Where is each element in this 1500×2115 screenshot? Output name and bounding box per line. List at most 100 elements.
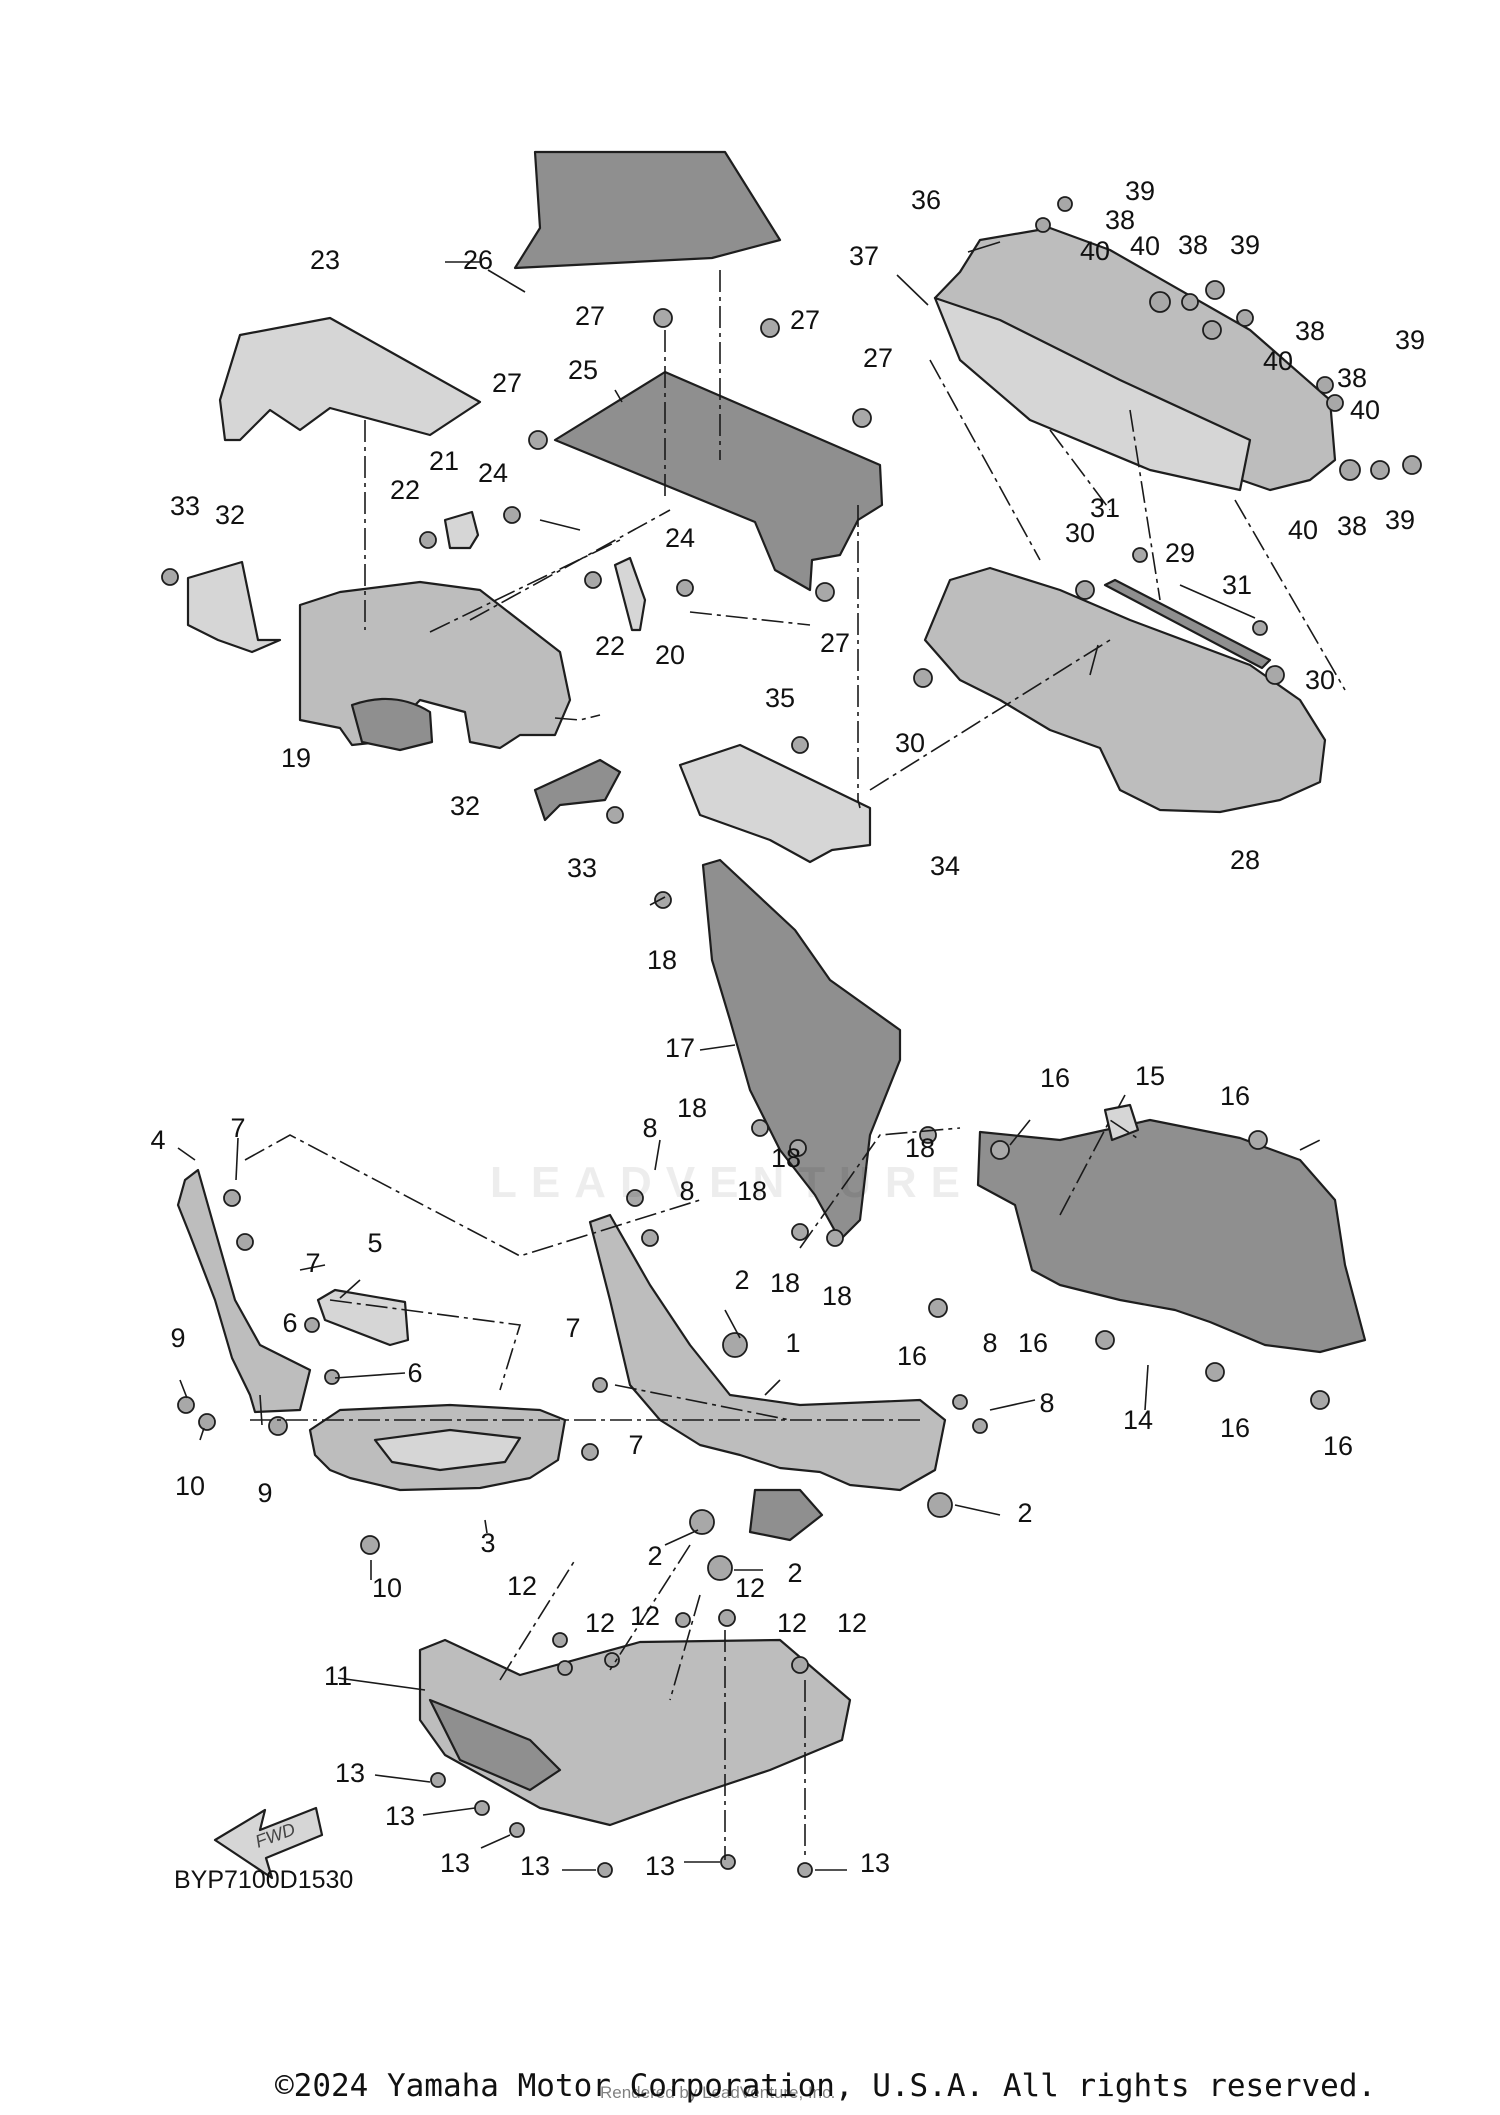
callout-25: 25 [568, 355, 598, 385]
callout-27: 27 [863, 343, 893, 373]
callout-18: 18 [771, 1143, 801, 1173]
callout-12: 12 [837, 1608, 867, 1638]
part-15-clip [1103, 1103, 1140, 1142]
part-23-side-panel [218, 316, 482, 442]
callout-12: 12 [777, 1608, 807, 1638]
callout-16: 16 [1220, 1081, 1250, 1111]
callout-8: 8 [1039, 1388, 1054, 1418]
callout-4: 4 [150, 1125, 165, 1155]
watermark: LEADVENTURE [490, 1158, 975, 1207]
part-14-fender [976, 1118, 1367, 1354]
callout-39: 39 [1125, 176, 1155, 206]
callout-16: 16 [897, 1341, 927, 1371]
callout-17: 17 [665, 1033, 695, 1063]
callout-13: 13 [385, 1801, 415, 1831]
callout-16: 16 [1040, 1063, 1070, 1093]
callout-7: 7 [565, 1313, 580, 1343]
callout-37: 37 [849, 241, 879, 271]
callout-40: 40 [1130, 231, 1160, 261]
callout-13: 13 [860, 1848, 890, 1878]
callout-36: 36 [911, 185, 941, 215]
assembly-lines [244, 270, 1346, 1860]
callout-24: 24 [665, 523, 695, 553]
callout-6: 6 [407, 1358, 422, 1388]
diagram-code: BYP7100D1530 [174, 1866, 354, 1894]
callout-2: 2 [787, 1558, 802, 1588]
callout-5: 5 [367, 1228, 382, 1258]
callout-38: 38 [1337, 511, 1367, 541]
leader-lines [177, 241, 1256, 1871]
callout-22: 22 [390, 475, 420, 505]
callout-1: 1 [785, 1328, 800, 1358]
callout-40: 40 [1263, 346, 1293, 376]
callout-30: 30 [1065, 518, 1095, 548]
callout-38: 38 [1105, 205, 1135, 235]
part-25-panel [553, 370, 884, 592]
callout-39: 39 [1230, 230, 1260, 260]
callout-11: 11 [324, 1661, 352, 1691]
callout-38: 38 [1295, 316, 1325, 346]
callout-18: 18 [737, 1176, 767, 1206]
callout-20: 20 [655, 640, 685, 670]
callout-13: 13 [645, 1851, 675, 1881]
part-21-hinge [443, 510, 480, 550]
part-37-cover-lower [933, 296, 1252, 492]
callout-40: 40 [1288, 515, 1318, 545]
callout-18: 18 [905, 1133, 935, 1163]
callout-33: 33 [567, 853, 597, 883]
callout-38: 38 [1178, 230, 1208, 260]
callout-13: 13 [520, 1851, 550, 1881]
callout-26: 26 [463, 245, 493, 275]
callout-27: 27 [790, 305, 820, 335]
callout-32: 32 [450, 791, 480, 821]
callout-15: 15 [1135, 1061, 1165, 1091]
part-34-cover [678, 743, 872, 864]
callout-7: 7 [628, 1430, 643, 1460]
callout-8: 8 [679, 1176, 694, 1206]
callout-12: 12 [735, 1573, 765, 1603]
callout-16: 16 [1323, 1431, 1353, 1461]
callout-8: 8 [642, 1113, 657, 1143]
callout-18: 18 [770, 1268, 800, 1298]
callout-18: 18 [647, 945, 677, 975]
callout-32: 32 [215, 500, 245, 530]
callout-30: 30 [895, 728, 925, 758]
callout-27: 27 [820, 628, 850, 658]
callout-7: 7 [230, 1113, 245, 1143]
part-32-bracket-lower [533, 758, 622, 822]
callout-35: 35 [765, 683, 795, 713]
callout-16: 16 [1018, 1328, 1048, 1358]
callout-27: 27 [492, 368, 522, 398]
part-32-bracket-upper [186, 560, 282, 654]
callout-2: 2 [734, 1265, 749, 1295]
callout-40: 40 [1350, 395, 1380, 425]
callout-9: 9 [257, 1478, 272, 1508]
callout-33: 33 [170, 491, 200, 521]
copyright-notice: ©2024 Yamaha Motor Corporation, U.S.A. A… [275, 2068, 1377, 2104]
callout-31: 31 [1090, 493, 1120, 523]
callout-12: 12 [507, 1571, 537, 1601]
callout-27: 27 [575, 301, 605, 331]
callouts: 1 2 2 2 2 3 4 5 6 6 7 7 7 7 8 8 8 8 9 9 … [150, 176, 1425, 1881]
rendered-by-credit: Rendered by LeadVenture, Inc. [600, 2083, 836, 2102]
part-29-strip [1103, 578, 1272, 670]
part-17-panel [701, 858, 902, 1242]
callout-39: 39 [1385, 505, 1415, 535]
callout-31: 31 [1222, 570, 1252, 600]
callout-28: 28 [1230, 845, 1260, 875]
callout-8: 8 [982, 1328, 997, 1358]
callout-38: 38 [1337, 363, 1367, 393]
callout-14: 14 [1123, 1405, 1153, 1435]
callout-13: 13 [440, 1848, 470, 1878]
callout-18: 18 [822, 1281, 852, 1311]
callout-2: 2 [1017, 1498, 1032, 1528]
part-28-cover [923, 566, 1327, 814]
part-26-top-panel [513, 150, 782, 270]
callout-9: 9 [170, 1323, 185, 1353]
fasteners [161, 196, 1422, 1878]
callout-22: 22 [595, 631, 625, 661]
callout-29: 29 [1165, 538, 1195, 568]
callout-30: 30 [1305, 665, 1335, 695]
callout-16: 16 [1220, 1413, 1250, 1443]
callout-6: 6 [282, 1308, 297, 1338]
